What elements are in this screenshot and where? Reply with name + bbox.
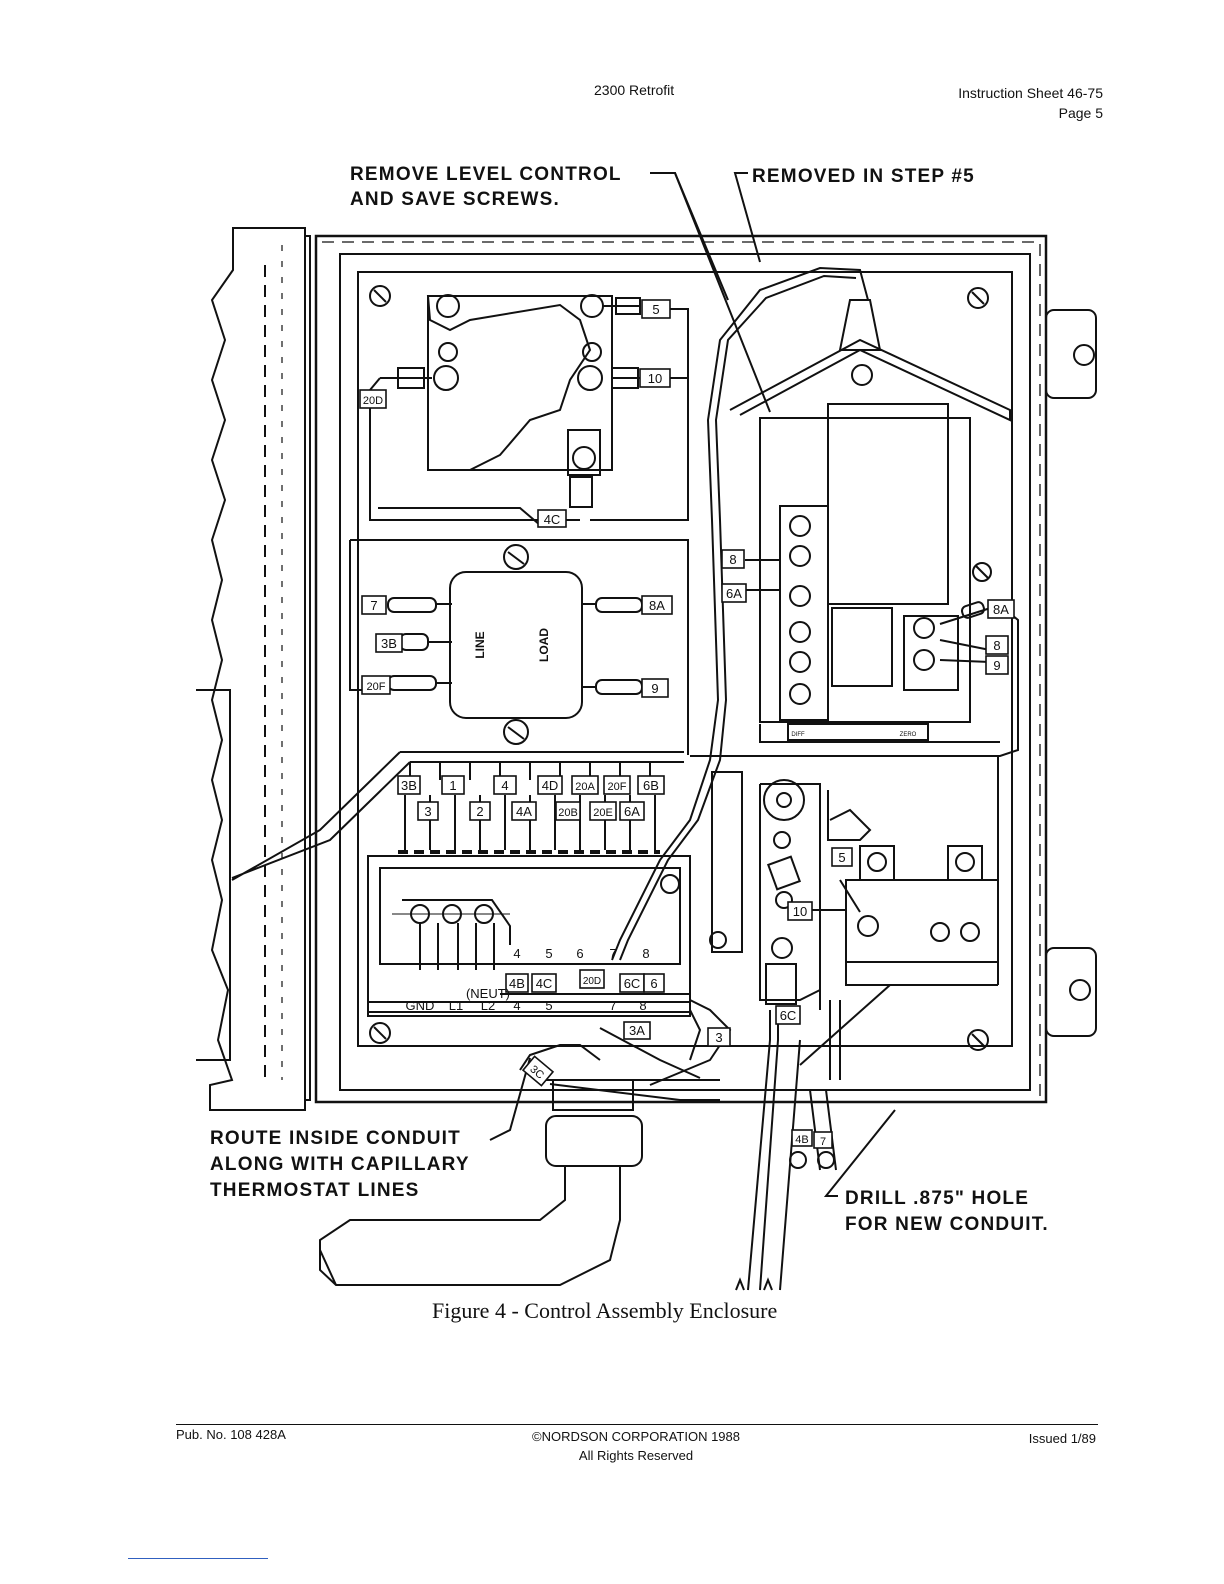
terminal-tag: 20B — [558, 807, 578, 819]
wire-tag: 8 — [729, 552, 736, 567]
terminal-tag: 20F — [608, 781, 627, 793]
terminal-tag: 6C — [624, 976, 641, 991]
wire-tag: 5 — [838, 850, 845, 865]
terminal-tag: 3B — [401, 778, 417, 793]
callout-drill-hole-line2: FOR NEW CONDUIT. — [845, 1214, 1049, 1235]
callout-removed-in-step: REMOVED IN STEP #5 — [752, 166, 975, 187]
panel-label-zero: ZERO — [900, 732, 917, 738]
terminal-number: 4 — [513, 946, 520, 961]
terminal-tag: 1 — [449, 778, 456, 793]
panel-label-diff: DIFF — [791, 732, 805, 738]
terminal-label: 5 — [545, 998, 552, 1013]
wire-tag: 3 — [715, 1030, 722, 1045]
terminal-tag: 2 — [476, 804, 483, 819]
terminal-number: 5 — [545, 946, 552, 961]
wire-tag: 3A — [629, 1023, 645, 1038]
wire-tag: 3B — [381, 636, 397, 651]
page-number: Page 5 — [1058, 105, 1103, 121]
terminal-label: 7 — [609, 998, 616, 1013]
document-title: 2300 Retrofit — [594, 82, 675, 98]
neutral-label: (NEUT) — [466, 986, 510, 1001]
wire-tag: 9 — [993, 658, 1000, 673]
terminal-label: 8 — [639, 998, 646, 1013]
wire-tag: 7 — [820, 1136, 826, 1148]
callout-route-conduit-line3: THERMOSTAT LINES — [210, 1180, 420, 1201]
terminal-label: L1 — [449, 998, 463, 1013]
terminal-tag: 20A — [575, 781, 595, 793]
terminal-tag: 4C — [536, 976, 553, 991]
wire-tag: 8A — [649, 598, 665, 613]
terminal-number: 8 — [642, 946, 649, 961]
issue-date: Issued 1/89 — [1028, 1431, 1096, 1446]
instruction-sheet-number: Instruction Sheet 46-75 — [958, 85, 1103, 101]
terminal-label: 4 — [513, 998, 520, 1013]
wire-tag: 8 — [993, 638, 1000, 653]
wire-tag: 8A — [993, 602, 1009, 617]
wire-tag: 10 — [793, 904, 807, 919]
wire-tag: 7 — [370, 598, 377, 613]
filter-line-label: LINE — [473, 631, 487, 658]
rights-reserved: All Rights Reserved — [578, 1448, 694, 1463]
terminal-tag: 4B — [509, 976, 525, 991]
terminal-tag: 20E — [593, 807, 613, 819]
wire-tag: 20F — [367, 681, 386, 693]
terminal-tag: 4D — [542, 778, 559, 793]
wire-tag: 9 — [651, 681, 658, 696]
terminal-number: 7 — [609, 946, 616, 961]
terminal-tag: 3 — [424, 804, 431, 819]
terminal-tag: 6 — [650, 976, 657, 991]
wire-tag: 10 — [648, 371, 662, 386]
wire-tag: 6C — [780, 1008, 797, 1023]
publication-number: Pub. No. 108 428A — [176, 1427, 286, 1442]
terminal-tag: 20D — [583, 976, 601, 987]
terminal-tag: 4A — [516, 804, 532, 819]
terminal-tag: 4 — [501, 778, 508, 793]
callout-route-conduit-line2: ALONG WITH CAPILLARY — [210, 1154, 470, 1175]
wire-tag: 20D — [363, 395, 383, 407]
callout-drill-hole-line1: DRILL .875" HOLE — [845, 1188, 1030, 1209]
terminal-tag: 6A — [624, 804, 640, 819]
wire-tag: 6A — [726, 586, 742, 601]
terminal-label: L2 — [481, 998, 495, 1013]
callout-route-conduit-line1: ROUTE INSIDE CONDUIT — [210, 1128, 461, 1149]
bottom-rule — [128, 1558, 268, 1559]
footer-rule — [176, 1424, 1098, 1425]
wire-tag: 5 — [652, 302, 659, 317]
wire-tag: 4B — [795, 1134, 808, 1146]
wire-tag: 4C — [544, 512, 561, 527]
callout-remove-level-control-line1: REMOVE LEVEL CONTROL — [350, 164, 622, 185]
filter-load-label: LOAD — [537, 628, 551, 662]
copyright: ©NORDSON CORPORATION 1988 — [532, 1429, 740, 1444]
terminal-tag: 6B — [643, 778, 659, 793]
terminal-number: 6 — [576, 946, 583, 961]
callout-remove-level-control-line2: AND SAVE SCREWS. — [350, 189, 560, 210]
terminal-label: GND — [406, 998, 435, 1013]
figure-caption: Figure 4 - Control Assembly Enclosure — [432, 1298, 778, 1323]
